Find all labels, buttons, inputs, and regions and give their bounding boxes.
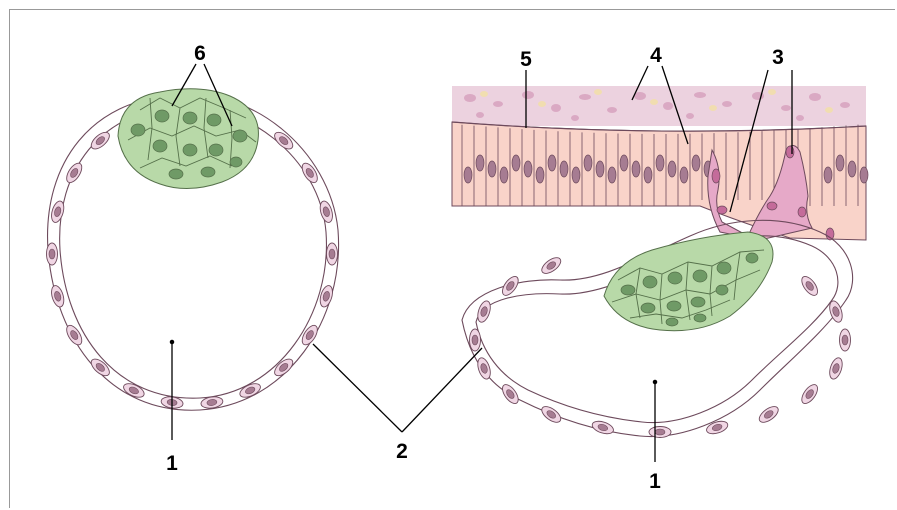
uterine-stroma	[452, 86, 866, 126]
label-5: 5	[520, 48, 532, 71]
label-3: 3	[772, 46, 784, 69]
blastocyst-right	[462, 220, 853, 437]
label-2: 2	[396, 440, 408, 463]
embryoblast-left	[118, 89, 258, 189]
label-4: 4	[650, 44, 662, 67]
label-1-left: 1	[166, 452, 178, 475]
blastocyst-left	[47, 89, 339, 410]
label-6: 6	[194, 42, 206, 65]
embryoblast-right	[604, 232, 773, 331]
label-1-right: 1	[649, 470, 661, 493]
